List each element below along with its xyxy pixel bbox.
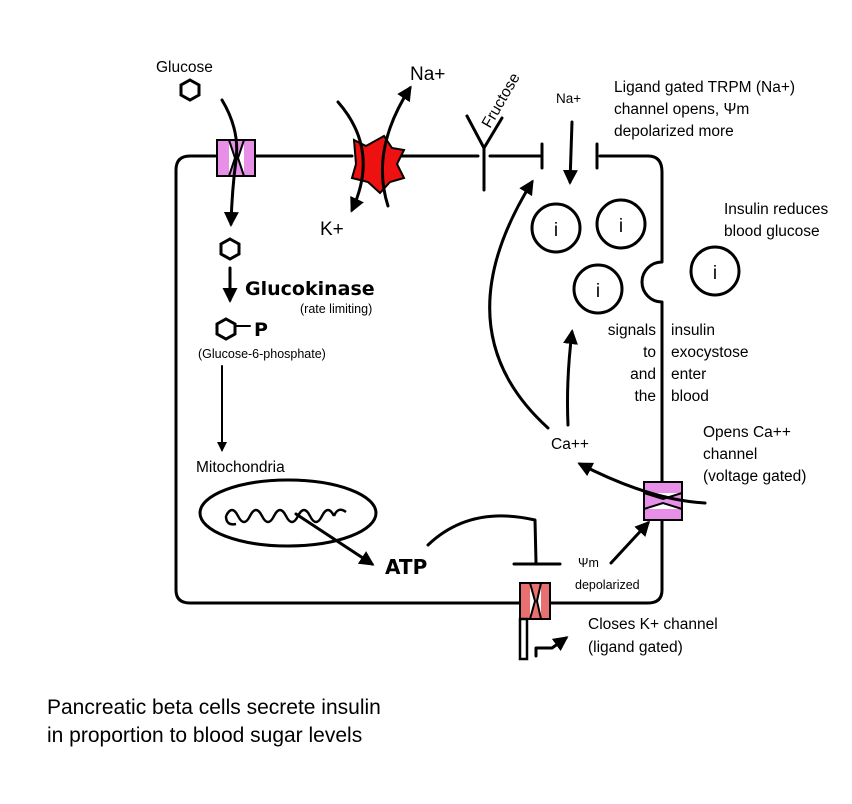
rate-limiting-label: (rate limiting)	[300, 302, 372, 316]
atp-production-arrow	[294, 512, 375, 566]
g6p-label: (Glucose-6-phosphate)	[198, 347, 326, 361]
svg-text:i: i	[596, 281, 600, 302]
atp-label: ATP	[385, 555, 427, 579]
depolarization-arrow	[609, 520, 651, 565]
na-trpm-label: Na+	[556, 91, 581, 106]
atp-inhibition-line	[426, 514, 538, 564]
ca-channel-line3: (voltage gated)	[703, 468, 806, 485]
ca-voltage-channel	[643, 481, 683, 521]
signals-word-1: signals	[608, 322, 656, 339]
ca-influx-arrow	[577, 462, 707, 505]
mitochondria-icon	[198, 478, 378, 548]
fructose-receptor	[465, 114, 504, 192]
na-efflux-arrow	[380, 85, 412, 208]
cell-membrane	[174, 154, 664, 605]
insulin-granule: i	[572, 263, 624, 315]
k-pump-label: K+	[320, 219, 344, 240]
k-channel-closing-arrow	[534, 636, 569, 658]
caption-line1: Pancreatic beta cells secrete insulin	[47, 696, 381, 719]
insulin-word-4: blood	[671, 388, 709, 405]
signals-word-3: and	[630, 366, 656, 383]
k-influx-arrow	[336, 100, 365, 213]
k-channel-line1: Closes K+ channel	[588, 616, 718, 633]
figure-caption: Pancreatic beta cells secrete insulin in…	[47, 694, 547, 750]
ca-to-trpm-arrow	[488, 179, 550, 430]
ca-channel-line2: channel	[703, 446, 757, 463]
k-channel-line2: (ligand gated)	[588, 639, 683, 656]
depolarized-label: depolarized	[575, 578, 640, 592]
na-k-pump	[350, 134, 406, 195]
na-pump-label: Na+	[410, 64, 445, 85]
signals-word-4: the	[634, 388, 656, 405]
svg-text:i: i	[619, 216, 623, 237]
svg-text:i: i	[713, 263, 717, 284]
psi-m-label: Ψm	[578, 556, 599, 570]
glucose-hexagon-icon	[179, 78, 201, 102]
insulin-word-1: insulin	[671, 322, 715, 339]
glucose-inside-hexagon-icon	[219, 237, 241, 261]
mitochondria-cristae-icon	[224, 508, 347, 526]
insulin-word-2: exocystose	[671, 344, 749, 361]
insulin-word-3: enter	[671, 366, 706, 383]
ca-to-granules-arrow	[563, 329, 578, 427]
ca-label: Ca++	[551, 436, 589, 453]
trpm-line3: depolarized more	[614, 123, 734, 140]
insulin-reduces-line1: Insulin reduces	[724, 201, 829, 218]
insulin-reduces-line2: blood glucose	[724, 223, 820, 240]
phosphate-label: P	[254, 319, 268, 341]
signals-word-2: to	[643, 344, 656, 361]
mitochondria-label: Mitochondria	[196, 459, 285, 476]
k-atp-channel	[518, 582, 551, 661]
g6p-hexagon-icon	[215, 317, 237, 341]
glucokinase-label: Glucokinase	[245, 278, 375, 300]
na-influx-arrow	[562, 120, 578, 185]
svg-text:i: i	[554, 220, 558, 241]
insulin-granule: i	[530, 202, 582, 254]
secreted-insulin: i	[689, 245, 741, 297]
caption-line2: in proportion to blood sugar levels	[47, 724, 363, 747]
trpm-line2: channel opens, Ψm	[614, 101, 749, 118]
glucose-entry-arrow	[220, 98, 239, 227]
glucose-label: Glucose	[156, 59, 213, 76]
trpm-line1: Ligand gated TRPM (Na+)	[614, 79, 795, 96]
ca-channel-line1: Opens Ca++	[703, 424, 791, 441]
insulin-granule: i	[595, 198, 647, 250]
